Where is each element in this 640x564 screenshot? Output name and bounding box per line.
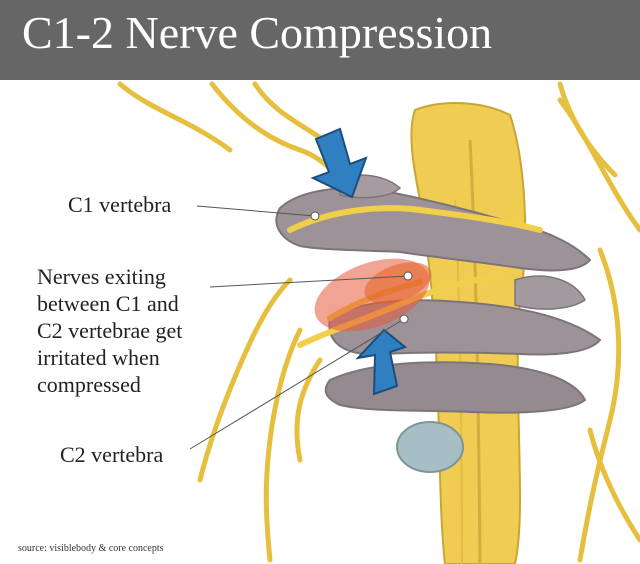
c1-pointer-dot bbox=[310, 211, 320, 221]
page-title: C1-2 Nerve Compression bbox=[22, 7, 493, 58]
ganglion-shape bbox=[396, 421, 464, 473]
nerve-label-line: Nerves exiting bbox=[37, 264, 166, 289]
nerve-label-line: C2 vertebrae get bbox=[37, 318, 183, 343]
nerve-label-line: irritated when bbox=[37, 345, 160, 370]
c2-pointer-dot bbox=[399, 314, 409, 324]
compression-arrow-down bbox=[310, 127, 368, 199]
c1-vertebra-label: C1 vertebra bbox=[68, 192, 172, 217]
nerve-label-line: compressed bbox=[37, 372, 141, 397]
title-bar: C1-2 Nerve Compression bbox=[0, 0, 640, 80]
nerve-label-line: between C1 and bbox=[37, 291, 179, 316]
spine-illustration bbox=[117, 81, 640, 564]
source-credit: source: visiblebody & core concepts bbox=[18, 543, 164, 554]
c2-vertebra-label: C2 vertebra bbox=[60, 442, 164, 467]
compression-arrow-up bbox=[355, 328, 408, 396]
nerve-pointer-dot bbox=[403, 271, 413, 281]
peripheral-nerves bbox=[117, 81, 640, 563]
leader-lines bbox=[189, 205, 409, 450]
nerve-compression-label: Nerves exiting between C1 and C2 vertebr… bbox=[37, 263, 182, 398]
